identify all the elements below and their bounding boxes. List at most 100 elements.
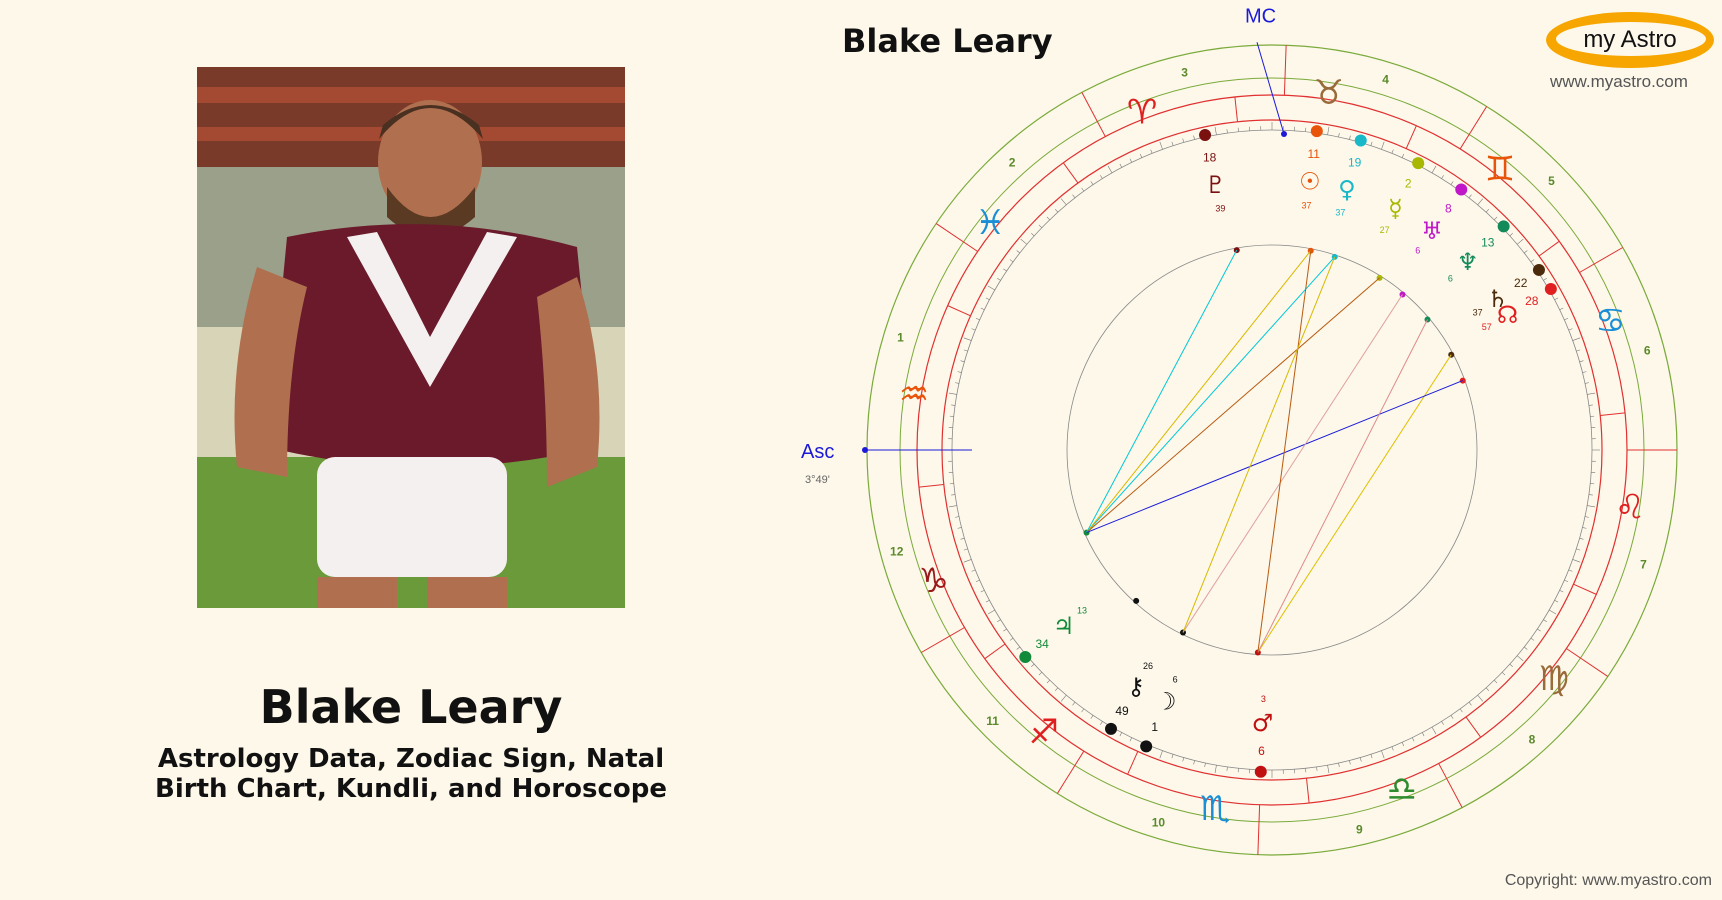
mc-axis-line: [1256, 42, 1285, 135]
zodiac-outer-ring: [916, 94, 1628, 806]
planet-degree: 49: [1115, 704, 1129, 718]
aspect-point: [1180, 629, 1187, 636]
planet-marker: [1254, 765, 1267, 778]
sign-pisces-icon: ♓: [975, 203, 1005, 243]
aspect-point: [1133, 597, 1140, 604]
planet-marker: [1544, 283, 1557, 295]
house-number: 8: [1529, 733, 1536, 747]
person-subtitle: Astrology Data, Zodiac Sign, Natal Birth…: [0, 744, 822, 804]
house-cusp-line: [1257, 804, 1261, 855]
house-cusp-line: [1283, 45, 1287, 96]
house-number: 10: [1152, 816, 1166, 830]
planet-moon-icon: ☽: [1155, 687, 1177, 715]
sign-libra-icon: ♎: [1387, 769, 1417, 809]
aspect-line: [1257, 319, 1428, 653]
subtitle-line-1: Astrology Data, Zodiac Sign, Natal: [157, 744, 665, 774]
planet-mercury-icon: ☿: [1388, 195, 1403, 223]
person-photo: [197, 67, 625, 608]
asc-label: Asc: [801, 441, 834, 463]
planet-marker: [1019, 650, 1032, 663]
house-number: 11: [986, 714, 999, 728]
mc-marker: [1281, 131, 1287, 137]
sign-capricorn-icon: ♑: [918, 561, 948, 601]
sign-virgo-icon: ♍: [1538, 659, 1568, 699]
sign-aquarius-icon: ♒: [899, 374, 929, 414]
logo-text: my Astro: [1583, 26, 1677, 53]
aspect-line: [1257, 354, 1452, 653]
planet-degree: 1: [1151, 720, 1158, 734]
planet-jupiter-icon: ♃: [1053, 612, 1075, 640]
house-cusp-line: [921, 627, 965, 653]
planet-chiron-icon: ⚷: [1127, 673, 1145, 701]
myastro-logo[interactable]: my Astro: [1546, 12, 1714, 68]
planet-venus-icon: ♀: [1338, 176, 1356, 204]
aspect-line: [1182, 294, 1403, 633]
chart-title: Blake Leary: [842, 22, 1053, 60]
asc-degree: 3°49': [805, 474, 830, 486]
planet-minute: 37: [1473, 307, 1483, 317]
sign-scorpio-icon: ♏: [1200, 789, 1230, 829]
planet-pluto-icon: ♇: [1205, 171, 1227, 199]
planet-marker: [1140, 740, 1153, 753]
planet-minute: 6: [1448, 274, 1453, 284]
site-url[interactable]: www.myastro.com: [1550, 72, 1688, 91]
planet-mars-icon: ♂: [1252, 709, 1274, 737]
copyright-text: Copyright: www.myastro.com: [1504, 872, 1712, 889]
planet-degree: 28: [1525, 294, 1539, 308]
sign-taurus-icon: ♉: [1313, 73, 1343, 113]
house-number: 2: [1009, 155, 1016, 169]
house-cusp-line: [1579, 247, 1623, 273]
house-cusp-line: [1056, 750, 1085, 794]
sign-aries-icon: ♈: [1127, 93, 1157, 133]
planet-minute: 6: [1173, 674, 1178, 684]
degree-ring: [951, 129, 1593, 771]
planet-marker: [1532, 263, 1545, 276]
planet-degree: 13: [1481, 236, 1495, 250]
aspect-ring: [1066, 244, 1478, 656]
planet-marker: [1310, 125, 1323, 138]
house-cusp-line: [1459, 106, 1488, 150]
sign-sagittarius-icon: ♐: [1029, 713, 1059, 753]
planet-marker: [1412, 157, 1425, 170]
planet-minute: 37: [1335, 208, 1345, 218]
planet-minute: 39: [1215, 203, 1225, 213]
house-number: 4: [1382, 72, 1389, 86]
house-number: 1: [897, 330, 904, 344]
planet-degree: 6: [1258, 744, 1265, 758]
planet-degree: 11: [1308, 147, 1321, 161]
planet-neptune-icon: ♆: [1457, 248, 1479, 276]
planet-saturn-icon: ♄: [1487, 285, 1509, 313]
planet-degree: 8: [1445, 201, 1452, 215]
aspect-point: [1424, 316, 1431, 323]
sign-cancer-icon: ♋: [1595, 301, 1625, 341]
house-number: 7: [1640, 558, 1647, 572]
house-number: 9: [1356, 823, 1363, 837]
house-number: 12: [890, 545, 904, 559]
planet-minute: 3: [1261, 694, 1266, 704]
planet-degree: 18: [1203, 151, 1217, 165]
aspect-line: [1086, 380, 1463, 534]
planet-minute: 27: [1380, 225, 1390, 235]
aspect-line: [1257, 250, 1312, 653]
planet-marker: [1455, 183, 1468, 196]
planet-minute: 6: [1415, 245, 1420, 255]
planet-sun-icon: ☉: [1299, 168, 1321, 196]
sign-gemini-icon: ♊: [1485, 149, 1515, 189]
planet-degree: 2: [1405, 177, 1412, 191]
house-cusp-line: [1566, 648, 1609, 677]
planet-minute: 57: [1482, 322, 1492, 332]
planet-marker: [1105, 722, 1117, 735]
planet-degree: 22: [1514, 276, 1528, 290]
planet-minute: 13: [1077, 605, 1087, 615]
planet-marker: [1199, 129, 1212, 142]
planet-uranus-icon: ♅: [1421, 217, 1443, 245]
house-number: 5: [1548, 174, 1555, 188]
mc-label: MC: [1245, 5, 1276, 27]
asc-marker: [862, 447, 868, 453]
aspect-line: [1086, 277, 1380, 533]
person-name: Blake Leary: [259, 680, 563, 734]
aspect-line: [1086, 256, 1336, 533]
planet-minute: 26: [1143, 661, 1153, 671]
aspect-line: [1086, 249, 1238, 533]
